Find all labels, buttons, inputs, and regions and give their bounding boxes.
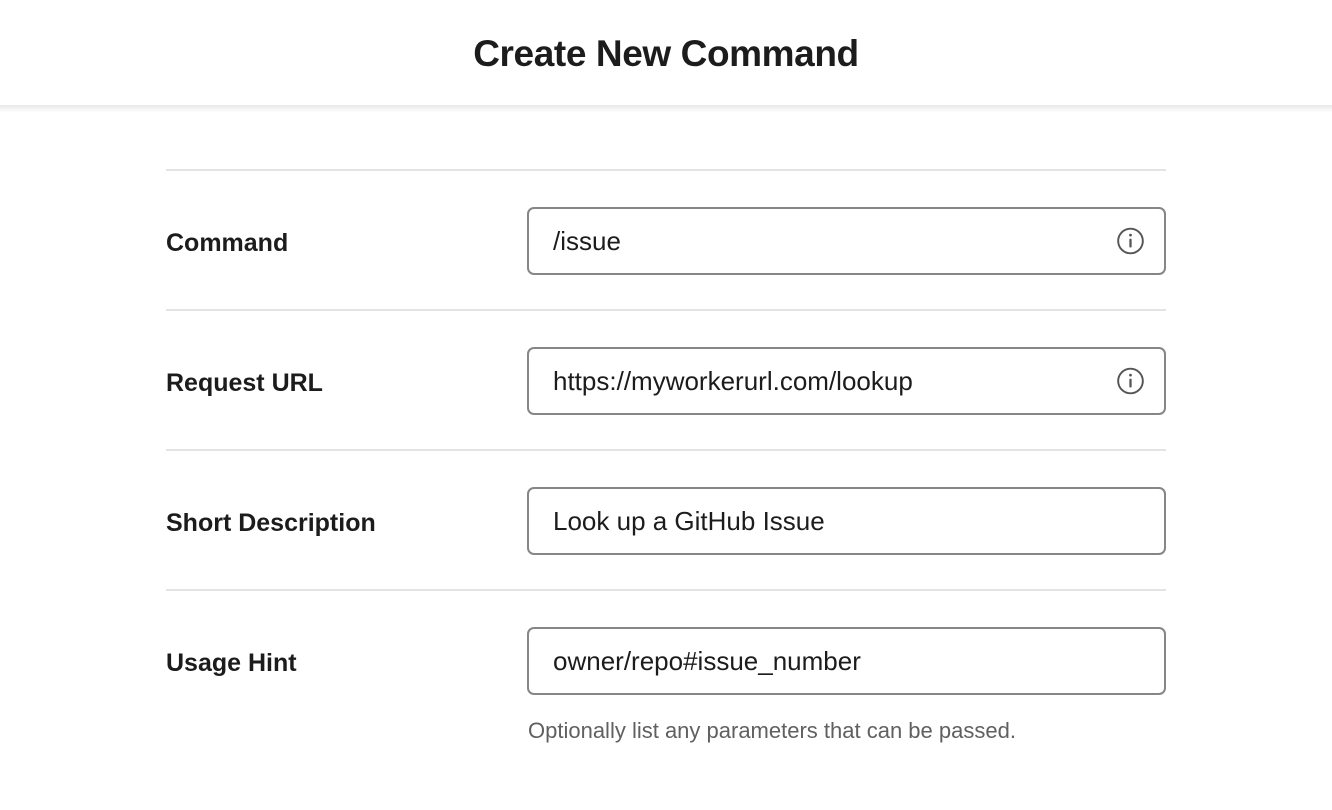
- request-url-input[interactable]: [527, 347, 1166, 415]
- modal-header: Create New Command: [0, 0, 1332, 113]
- usage-hint-input[interactable]: [527, 627, 1166, 695]
- form-row-short-description: Short Description: [166, 451, 1166, 589]
- label-request-url: Request URL: [166, 369, 323, 397]
- row-divider-3: [166, 589, 1166, 591]
- info-circle-icon[interactable]: [1116, 227, 1145, 256]
- input-wrap-command: [527, 207, 1166, 275]
- short-description-input[interactable]: [527, 487, 1166, 555]
- label-usage-hint: Usage Hint: [166, 649, 297, 677]
- info-circle-icon[interactable]: [1116, 367, 1145, 396]
- input-wrap-request-url: [527, 347, 1166, 415]
- page-title: Create New Command: [473, 33, 859, 74]
- row-divider-2: [166, 449, 1166, 451]
- command-input[interactable]: [527, 207, 1166, 275]
- field-usage-hint: Optionally list any parameters that can …: [527, 627, 1166, 746]
- field-request-url: [527, 347, 1166, 415]
- form-row-usage-hint: Usage Hint Optionally list any parameter…: [166, 591, 1166, 766]
- input-wrap-usage-hint: [527, 627, 1166, 695]
- field-short-description: [527, 487, 1166, 555]
- form-row-request-url: Request URL: [166, 311, 1166, 449]
- usage-hint-helper-text: Optionally list any parameters that can …: [528, 718, 1016, 743]
- label-short-description: Short Description: [166, 509, 376, 537]
- row-divider-top: [166, 169, 1166, 171]
- row-divider-1: [166, 309, 1166, 311]
- command-form: Command Request URL: [166, 105, 1166, 766]
- modal-body: Command Request URL: [0, 105, 1332, 766]
- input-wrap-short-description: [527, 487, 1166, 555]
- label-command: Command: [166, 229, 289, 257]
- field-command: [527, 207, 1166, 275]
- form-row-command: Command: [166, 171, 1166, 309]
